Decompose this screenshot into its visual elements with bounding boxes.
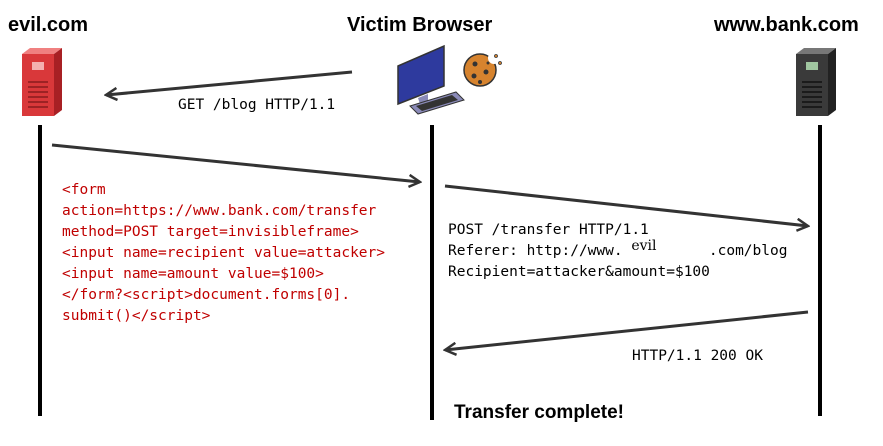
response-label: HTTP/1.1 200 OK xyxy=(632,348,763,364)
server-icon xyxy=(796,48,836,116)
actor-evil: evil.com xyxy=(8,14,89,36)
get-arrow xyxy=(106,70,353,95)
actor-browser: Victim Browser xyxy=(347,14,493,36)
payload-arrow xyxy=(51,143,420,182)
server-icon xyxy=(22,48,62,116)
actor-bank: www.bank.com xyxy=(714,14,859,36)
post-line: Recipient=attacker&amount=$100 xyxy=(448,264,710,280)
payload-line: method=POST target=invisibleframe> xyxy=(62,224,359,240)
referer-line: Referer: http://www. evil .com/blog xyxy=(448,238,788,262)
referer-prefix: Referer: http://www. xyxy=(448,243,623,259)
payload-line: <input name=recipient value=attacker> xyxy=(62,245,386,261)
post-arrow xyxy=(444,184,808,226)
response-arrow xyxy=(445,310,809,350)
payload-code: <form action=https://www.bank.com/transfe… xyxy=(62,180,385,327)
referer-suffix: .com/blog xyxy=(708,243,788,259)
post-line: POST /transfer HTTP/1.1 xyxy=(448,222,649,238)
cookie-icon xyxy=(463,52,502,87)
payload-line: submit()</script> xyxy=(62,308,211,324)
payload-line: </form?<script>document.forms[0]. xyxy=(62,287,351,303)
result-text: Transfer complete! xyxy=(454,402,624,423)
payload-line: <form xyxy=(62,182,106,198)
payload-line: <input name=amount value=$100> xyxy=(62,266,324,282)
payload-line: action=https://www.bank.com/transfer xyxy=(62,203,377,219)
get-request-label: GET /blog HTTP/1.1 xyxy=(178,97,336,113)
referer-handwritten: evil xyxy=(631,238,657,254)
computer-icon xyxy=(397,44,465,115)
